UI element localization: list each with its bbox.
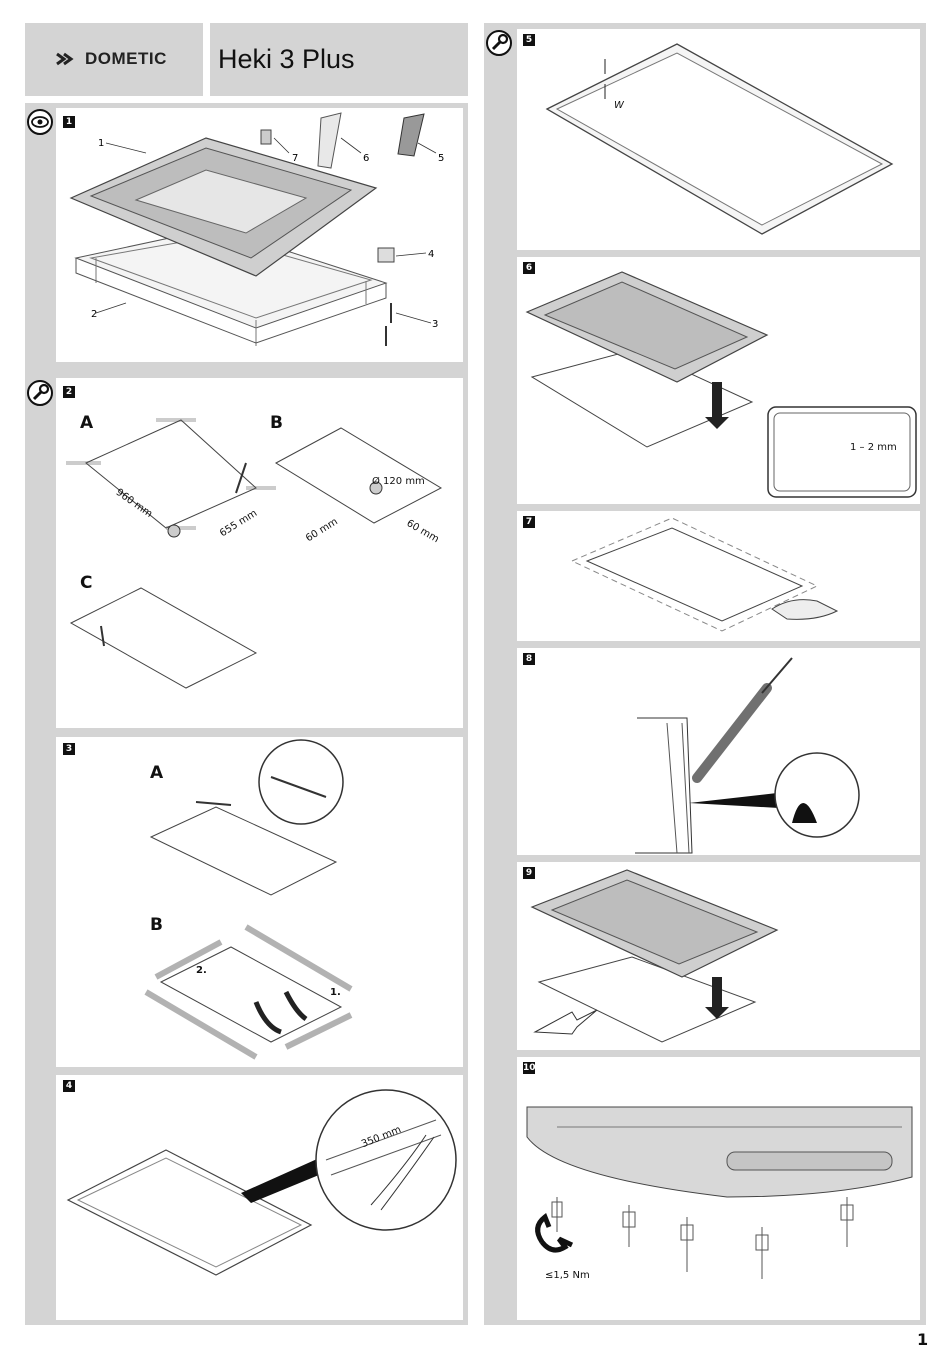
sub-label-c: C (80, 573, 93, 593)
svg-text:1: 1 (98, 138, 104, 149)
step-5-illustration (545, 43, 894, 235)
mark-1: 1. (330, 987, 341, 998)
header-title-box (210, 23, 468, 96)
sub-label-b: B (270, 413, 283, 433)
brand-logo: DOMETIC (55, 47, 185, 71)
header-brand-box (25, 23, 203, 96)
dometic-chevron-icon (56, 52, 74, 66)
step-6-illustration (525, 271, 917, 498)
step-number: 9 (523, 867, 535, 879)
step-number: 7 (523, 516, 535, 528)
eye-icon (27, 109, 53, 135)
step-number: 5 (523, 34, 535, 46)
sub-label-a: A (80, 413, 94, 433)
dim-diameter: Ø 120 mm (372, 476, 425, 487)
step-number: 1 (63, 116, 75, 128)
torque-value: ≤1,5 Nm (545, 1270, 590, 1281)
step-8-illustration (635, 657, 860, 854)
step-number: 4 (63, 1080, 75, 1092)
product-title: Heki 3 Plus (218, 44, 355, 74)
step-1-exploded-illustration: 1 2 3 4 5 6 7 (69, 112, 444, 346)
step-number: 10 (523, 1062, 536, 1074)
step-4-illustration (66, 1089, 457, 1276)
sub-label-b: B (150, 915, 163, 935)
mark-2: 2. (196, 965, 207, 976)
step-3-illustration (144, 739, 353, 1060)
width-label: W (614, 100, 624, 111)
step-number: 6 (523, 262, 535, 274)
svg-text:4: 4 (428, 249, 434, 260)
step-2-cutout-illustration (66, 418, 443, 689)
svg-text:7: 7 (292, 153, 298, 164)
svg-text:2: 2 (91, 309, 97, 320)
step-10-illustration (526, 1106, 913, 1279)
sub-label-a: A (150, 763, 164, 783)
wrench-icon (27, 380, 53, 406)
svg-text:5: 5 (438, 153, 444, 164)
page-number: 1 (917, 1330, 929, 1349)
brand-name: DOMETIC (85, 49, 167, 68)
step-number: 2 (63, 386, 75, 398)
step-number: 3 (63, 743, 75, 755)
gap-dimension: 1 – 2 mm (850, 442, 897, 453)
step-2-panel (56, 378, 463, 728)
svg-text:3: 3 (432, 319, 438, 330)
svg-text:6: 6 (363, 153, 369, 164)
wrench-icon (486, 30, 512, 56)
step-9-illustration (530, 869, 779, 1043)
step-7-illustration (570, 517, 839, 632)
step-number: 8 (523, 653, 535, 665)
